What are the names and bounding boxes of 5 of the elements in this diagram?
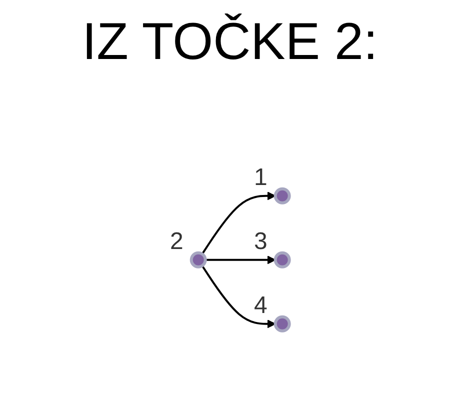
point-number: 2 (170, 228, 184, 255)
point-number: 3 (254, 228, 268, 255)
point-number: 1 (254, 164, 268, 191)
point-number: 4 (254, 292, 268, 319)
title: IZ TOČKE 2: (82, 14, 378, 72)
